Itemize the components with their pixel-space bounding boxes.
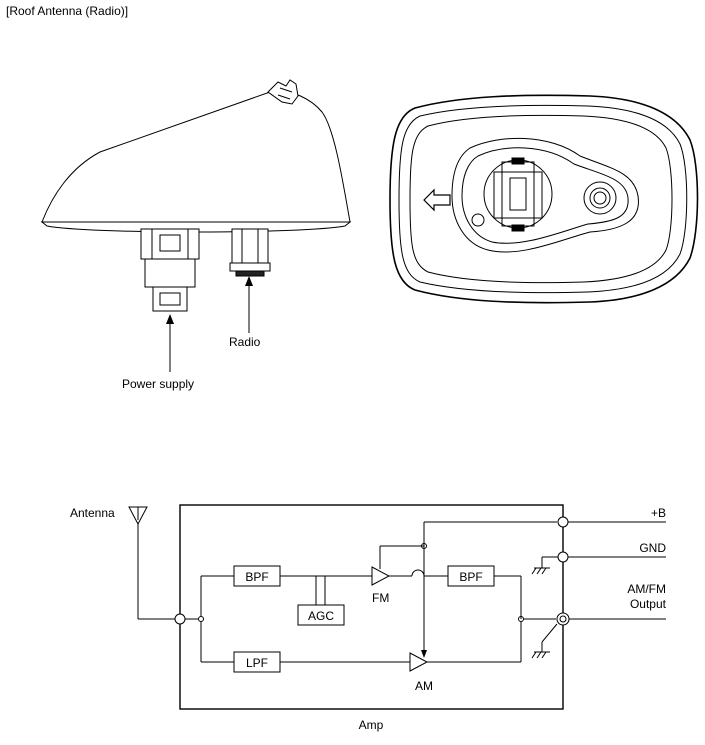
page-title: [Roof Antenna (Radio)]	[6, 4, 129, 18]
terminal-plus-b	[557, 516, 569, 528]
antenna-bottom-view	[389, 94, 699, 304]
bpf-in-label: BPF	[245, 570, 268, 584]
radio-connector-housing	[231, 228, 269, 264]
amp-box	[179, 504, 564, 710]
power-connector-housing	[140, 228, 200, 260]
agc-block	[297, 604, 345, 626]
am-amp-icon	[409, 652, 429, 672]
radio-label: Radio	[229, 335, 261, 349]
agc-label: AGC	[308, 609, 334, 623]
plus-b-label: +B	[651, 506, 666, 520]
amp-circuit	[128, 504, 666, 710]
antenna-base-outer	[389, 94, 699, 304]
output-label-line1: AM/FM	[627, 582, 666, 596]
antenna-base-plate	[40, 221, 352, 233]
power-supply-label: Power supply	[122, 377, 194, 391]
direction-arrow-icon	[423, 188, 451, 212]
amp-label: Amp	[359, 718, 384, 732]
gnd-label: GND	[639, 541, 666, 555]
lpf-label: LPF	[246, 656, 268, 670]
mount-hole	[583, 181, 617, 215]
bpf-out-label: BPF	[459, 570, 482, 584]
terminal-gnd	[557, 551, 569, 563]
antenna-top-clip	[267, 79, 299, 105]
input-terminal	[174, 613, 186, 625]
am-label: AM	[415, 679, 433, 693]
antenna-fin-body	[41, 90, 351, 223]
antenna-label: Antenna	[70, 506, 115, 520]
fm-label: FM	[372, 591, 389, 605]
output-label-line2: Output	[630, 597, 667, 611]
antenna-side-view	[40, 79, 352, 372]
terminal-output	[556, 612, 570, 626]
fm-amp-icon	[371, 566, 391, 586]
